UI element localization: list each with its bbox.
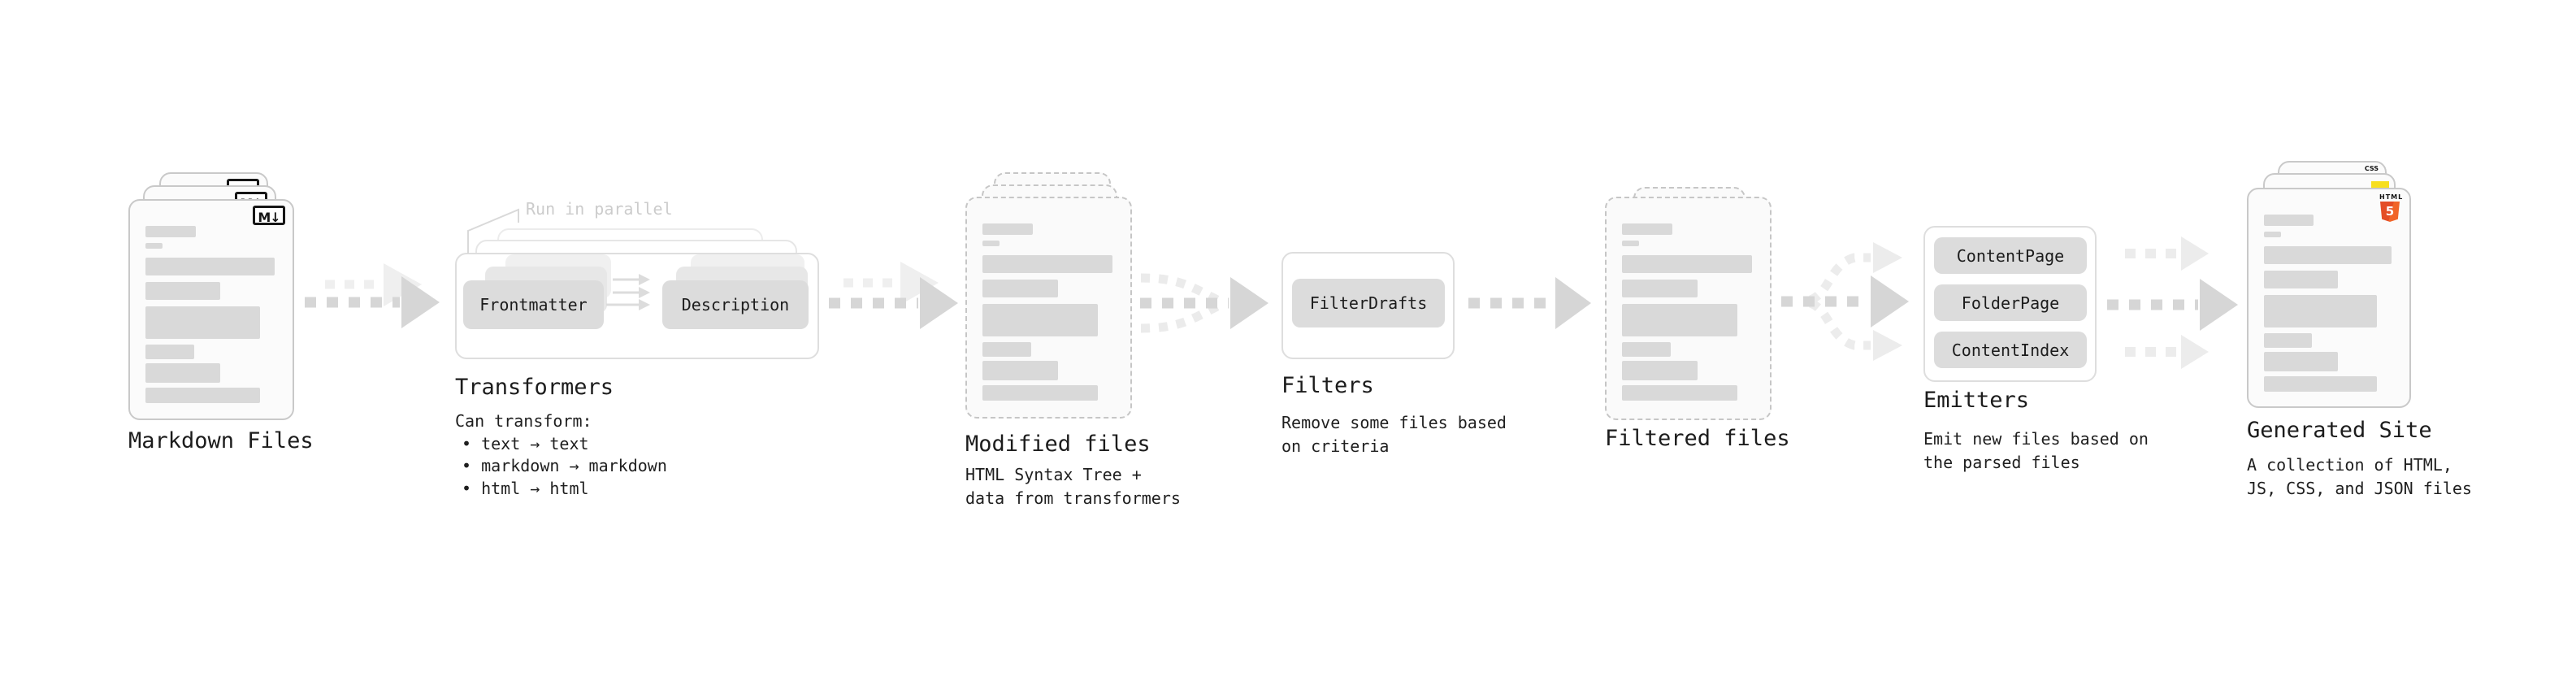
- generated-site-note-line1: A collection of HTML,: [2247, 455, 2452, 475]
- contentindex-pill: ContentIndex: [1934, 332, 2087, 368]
- modified-files-note-line1: HTML Syntax Tree +: [965, 465, 1142, 484]
- emitters-label: Emitters: [1923, 388, 2030, 413]
- transformers-note-title: Can transform:: [455, 411, 592, 431]
- transformers-label: Transformers: [455, 375, 614, 400]
- arrow-emitters-to-generated: [2107, 236, 2238, 369]
- arrow-modified-to-filters-merge: [1140, 273, 1268, 333]
- arrow-filters-to-filtered: [1468, 277, 1591, 329]
- emitters-note-line1: Emit new files based on: [1923, 429, 2149, 449]
- filters-note: Remove some files based on criteria: [1281, 411, 1507, 458]
- doc-content-placeholder: [982, 223, 1115, 401]
- html5-icon-shield: 5: [2380, 202, 2400, 222]
- doc-content-placeholder: [2264, 215, 2394, 392]
- arrow-transformers-to-modified: [829, 262, 958, 329]
- js-icon: [2371, 181, 2389, 189]
- generated-site-note: A collection of HTML, JS, CSS, and JSON …: [2247, 453, 2472, 501]
- filters-note-line2: on criteria: [1281, 436, 1390, 456]
- filtered-files-label: Filtered files: [1605, 426, 1790, 451]
- generated-doc-html: HTML 5: [2247, 188, 2411, 408]
- contentpage-pill: ContentPage: [1934, 237, 2087, 274]
- generated-site-label: Generated Site: [2247, 418, 2432, 443]
- transformers-bullet: • html → html: [462, 478, 589, 498]
- transformers-bullet: • text → text: [462, 433, 589, 453]
- filterdrafts-pill: FilterDrafts: [1292, 279, 1445, 327]
- markdown-files-label: Markdown Files: [128, 428, 314, 453]
- folderpage-pill: FolderPage: [1934, 284, 2087, 321]
- description-pill: Description: [662, 280, 809, 329]
- frontmatter-pill: Frontmatter: [463, 280, 604, 329]
- transformers-note: Can transform: • text → text • markdown …: [455, 410, 667, 500]
- doc-content-placeholder: [1622, 223, 1754, 401]
- modified-files-note: HTML Syntax Tree + data from transformer…: [965, 463, 1181, 510]
- html5-icon-word: HTML: [2379, 193, 2404, 201]
- emitters-note-line2: the parsed files: [1923, 453, 2080, 472]
- emitters-note: Emit new files based on the parsed files: [1923, 427, 2149, 475]
- transformers-bullet: • markdown → markdown: [462, 456, 667, 475]
- arrow-markdown-to-transformers: [305, 263, 440, 328]
- doc-content-placeholder: [145, 226, 277, 403]
- run-in-parallel-annotation: Run in parallel: [526, 199, 673, 219]
- generated-site-note-line2: JS, CSS, and JSON files: [2247, 479, 2472, 498]
- modified-doc-front: [965, 197, 1132, 419]
- filtered-doc-front: [1605, 197, 1772, 420]
- modified-files-note-line2: data from transformers: [965, 488, 1181, 508]
- modified-files-label: Modified files: [965, 432, 1151, 457]
- arrow-filtered-to-emitters-fork: [1781, 242, 1909, 361]
- filters-note-line1: Remove some files based: [1281, 413, 1507, 432]
- markdown-doc-front: M↓: [128, 199, 294, 420]
- html5-icon: HTML 5: [2379, 193, 2404, 222]
- markdown-icon: M↓: [253, 206, 285, 225]
- filters-label: Filters: [1281, 373, 1374, 398]
